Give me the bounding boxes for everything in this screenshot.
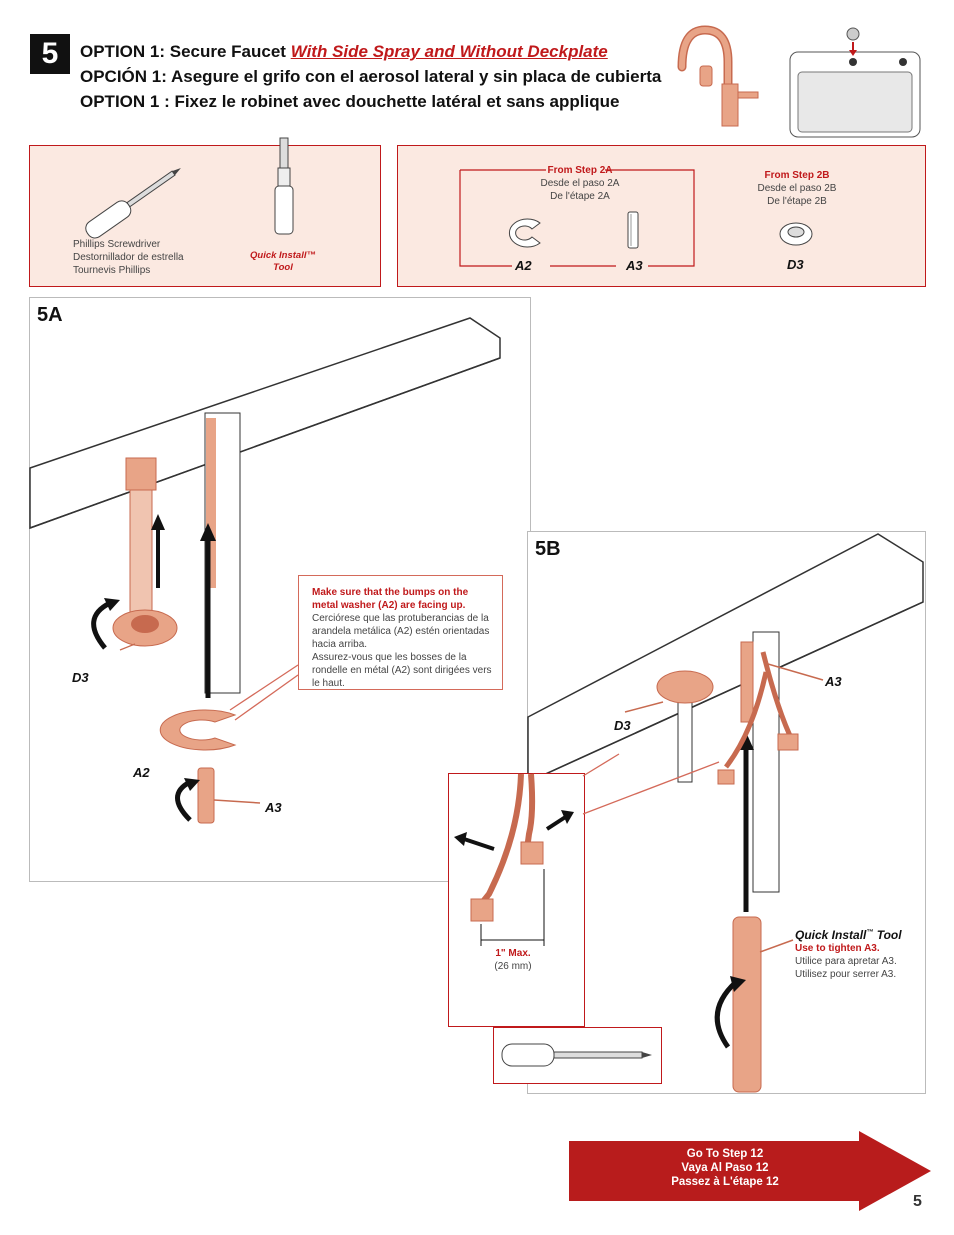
callout-text-es: Cerciórese que las protuberancias de la … — [312, 613, 490, 650]
quick-install-tool-use: Use to tighten A3. — [795, 943, 880, 954]
from-step-2b-es: Desde el paso 2B — [757, 183, 837, 194]
screwdriver-label-en: Phillips Screwdriver — [73, 239, 161, 250]
title-english: OPTION 1: Secure Faucet With Side Spray … — [80, 42, 608, 62]
go-to-step-fr: Passez à L'étape 12 — [671, 1176, 779, 1188]
go-to-step-es: Vaya Al Paso 12 — [681, 1162, 769, 1174]
callout-pointer — [119, 643, 299, 721]
quick-install-tool-es: Utilice para apretar A3. — [795, 956, 897, 967]
page-number: 5 — [913, 1193, 922, 1210]
panel-5a-a2-label: A2 — [133, 765, 150, 780]
screwdriver-label: Phillips Screwdriver Destornillador de e… — [73, 238, 184, 277]
max-gap-inches: 1" Max. — [495, 948, 531, 959]
washer-a2-icon — [508, 218, 541, 248]
panel-5b-illustration — [527, 533, 924, 1093]
quick-install-tool-label-line2: Tool — [273, 262, 293, 273]
washer-orientation-callout: Make sure that the bumps on the metal wa… — [298, 575, 503, 690]
hose-detail-illustration — [454, 753, 720, 946]
from-step-2a-fr: De l'étape 2A — [550, 191, 610, 202]
faucet-sink-illustration — [677, 25, 921, 138]
part-label-d3: D3 — [787, 257, 804, 272]
from-step-2a-label: From Step 2A Desde el paso 2A De l'étape… — [525, 164, 635, 203]
parts-box — [397, 145, 926, 287]
quick-install-tool-tm: ™ — [866, 929, 874, 936]
go-to-step-en: Go To Step 12 — [686, 1148, 764, 1160]
title-english-prefix: OPTION 1: Secure Faucet — [80, 42, 286, 61]
part-label-a2: A2 — [515, 258, 532, 273]
panel-5a-d3-label: D3 — [72, 670, 89, 685]
panel-5b-a3-label: A3 — [825, 674, 842, 689]
quick-install-tool-title-text: Quick Install — [795, 928, 867, 942]
quick-install-tool-fr: Utilisez pour serrer A3. — [795, 969, 897, 980]
quick-install-tool-word: Tool — [876, 928, 902, 942]
screwdriver-label-fr: Tournevis Phillips — [73, 265, 151, 276]
title-french: OPTION 1 : Fixez le robinet avec douchet… — [80, 92, 620, 111]
screwdriver-icon — [85, 167, 181, 239]
panel-5a-illustration — [29, 317, 501, 698]
callout-text-en: Make sure that the bumps on the metal wa… — [312, 587, 469, 611]
max-gap-label: 1" Max. (26 mm) — [468, 947, 558, 973]
step-number-badge: 5 — [30, 34, 70, 74]
quick-install-tool-label: Quick Install™ Tool — [240, 250, 326, 274]
panel-5a-parts — [159, 709, 261, 824]
screwdriver-detail-icon — [501, 1043, 652, 1067]
tools-box — [29, 145, 381, 287]
quick-install-tool-label-line1: Quick Install™ — [250, 250, 316, 261]
go-to-step-arrow — [569, 1131, 931, 1211]
go-to-step-text: Go To Step 12 Vaya Al Paso 12 Passez à L… — [620, 1147, 830, 1189]
quick-install-tool-icon — [274, 137, 294, 235]
panel-5b-label: 5B — [535, 538, 561, 560]
nut-d3-icon — [779, 222, 813, 246]
quick-install-tool-callout: Quick Install™ Tool Use to tighten A3. U… — [795, 928, 902, 981]
quick-install-tool-title: Quick Install™ Tool — [795, 928, 902, 942]
title-spanish: OPCIÓN 1: Asegure el grifo con el aeroso… — [80, 67, 662, 86]
from-step-2b-label: From Step 2B Desde el paso 2B De l'étape… — [742, 169, 852, 208]
part-label-a3: A3 — [626, 258, 643, 273]
panel-5b-d3-label: D3 — [614, 718, 631, 733]
title-english-accent: With Side Spray and Without Deckplate — [290, 42, 608, 61]
from-step-2a-es: Desde el paso 2A — [540, 178, 620, 189]
screwdriver-label-es: Destornillador de estrella — [73, 252, 184, 263]
from-step-2b-title: From Step 2B — [764, 170, 830, 181]
panel-5a-a3-label: A3 — [265, 800, 282, 815]
panel-5a-label: 5A — [37, 304, 63, 326]
from-step-2b-fr: De l'étape 2B — [767, 196, 827, 207]
max-gap-mm: (26 mm) — [494, 961, 532, 972]
bracket-from-step-2a — [459, 169, 695, 267]
nut-a3-icon — [627, 211, 639, 249]
callout-text-fr: Assurez-vous que les bosses de la rondel… — [312, 652, 492, 689]
from-step-2a-title: From Step 2A — [547, 165, 613, 176]
